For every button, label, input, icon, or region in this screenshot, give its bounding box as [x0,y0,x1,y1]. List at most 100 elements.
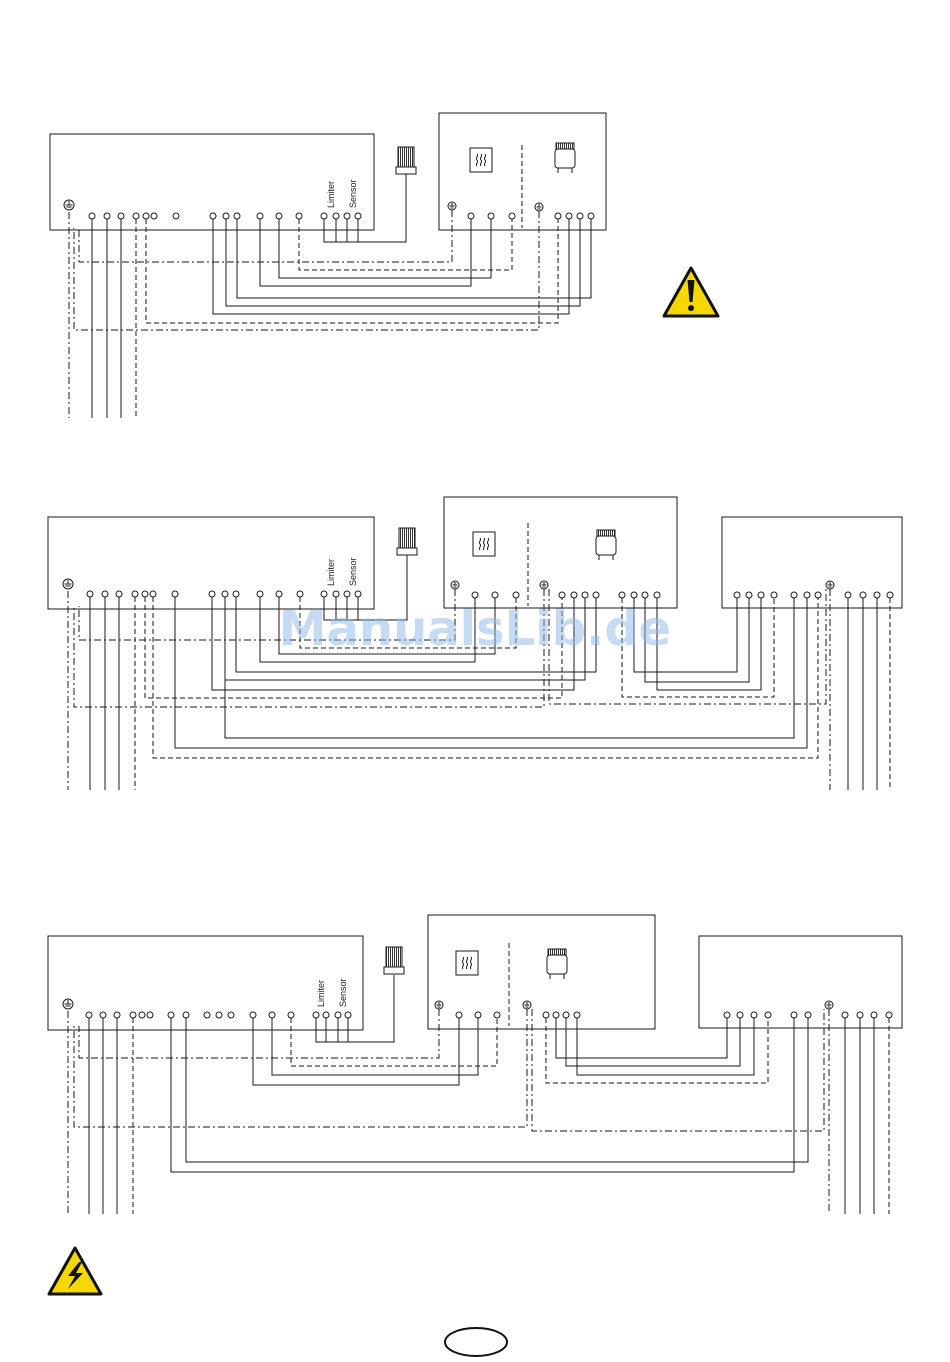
terminal [734,592,740,598]
ground-terminal-icon [435,1001,443,1009]
temperature-sensor-icon [396,147,416,174]
heater-symbol-icon [456,951,478,975]
terminal [139,1012,145,1018]
terminal [492,592,498,598]
sensor-label: Sensor [348,179,358,208]
terminal [654,592,660,598]
terminal [871,1012,877,1018]
ground-wire [532,1009,824,1131]
watermark-text: ManualsLib.de [279,601,671,657]
terminal [223,213,229,219]
terminal [87,591,93,597]
heater-symbol-icon [470,148,492,172]
terminal [737,1012,743,1018]
sensor-label: Sensor [348,557,358,586]
terminal [228,1012,234,1018]
terminal [642,592,648,598]
sauna-stove-icon [547,949,567,979]
terminal [724,1012,730,1018]
terminal [116,591,122,597]
wire [213,219,569,314]
terminal [276,591,282,597]
wire [279,219,491,278]
terminal [250,1012,256,1018]
terminal [143,213,149,219]
terminal [257,213,263,219]
terminal [296,213,302,219]
wire [556,1018,727,1058]
terminal [555,213,561,219]
terminal [509,213,515,219]
terminal [559,592,565,598]
terminal [815,592,821,598]
terminal [805,1012,811,1018]
heater-symbol-icon [473,532,495,556]
terminal [771,592,777,598]
terminal [172,591,178,597]
ground-terminal-icon [523,1001,531,1009]
ground-terminal-icon [63,579,73,589]
terminal [104,213,110,219]
terminal [758,592,764,598]
terminal [553,1012,559,1018]
page-number-badge [445,1328,507,1356]
terminal [173,213,179,219]
terminal [257,591,263,597]
wire [146,219,558,323]
terminal [842,1012,848,1018]
terminal [234,213,240,219]
terminal [276,213,282,219]
terminal [150,591,156,597]
terminal [209,591,215,597]
terminal [619,592,625,598]
terminal [313,1012,319,1018]
terminal [297,591,303,597]
terminal [468,213,474,219]
terminal [582,592,588,598]
terminal [543,1012,549,1018]
terminal [563,1012,569,1018]
terminal [147,1012,153,1018]
electric-hazard-icon [49,1248,101,1294]
terminal [488,213,494,219]
sauna-stove-icon [596,530,616,560]
terminal [323,1012,329,1018]
temperature-sensor-icon [384,947,404,974]
terminal [133,213,139,219]
ground-terminal-icon [540,581,548,589]
temperature-sensor-icon [397,528,417,555]
terminal [321,591,327,597]
terminal [355,591,361,597]
terminal [874,592,880,598]
terminal [142,591,148,597]
terminal [574,1012,580,1018]
heater-box [428,915,655,1029]
terminal [288,1012,294,1018]
sensor-label: Sensor [338,978,348,1007]
terminal [456,1012,462,1018]
terminal [345,1012,351,1018]
ground-terminal-icon [448,202,456,210]
limiter-label: Limiter [316,980,326,1007]
terminal [845,592,851,598]
terminal [333,591,339,597]
ground-terminal-icon [826,581,834,589]
terminal [860,592,866,598]
terminal [130,1012,136,1018]
terminal [746,592,752,598]
terminal [86,1012,92,1018]
terminal [168,1012,174,1018]
terminal [566,213,572,219]
terminal [102,591,108,597]
terminal [114,1012,120,1018]
terminal [791,1012,797,1018]
ground-terminal-icon [451,581,459,589]
terminal [494,1012,500,1018]
terminal [804,592,810,598]
terminal [887,592,893,598]
terminal [751,1012,757,1018]
ground-terminal-icon [64,200,74,210]
terminal [571,592,577,598]
terminal [210,213,216,219]
terminal [631,592,637,598]
